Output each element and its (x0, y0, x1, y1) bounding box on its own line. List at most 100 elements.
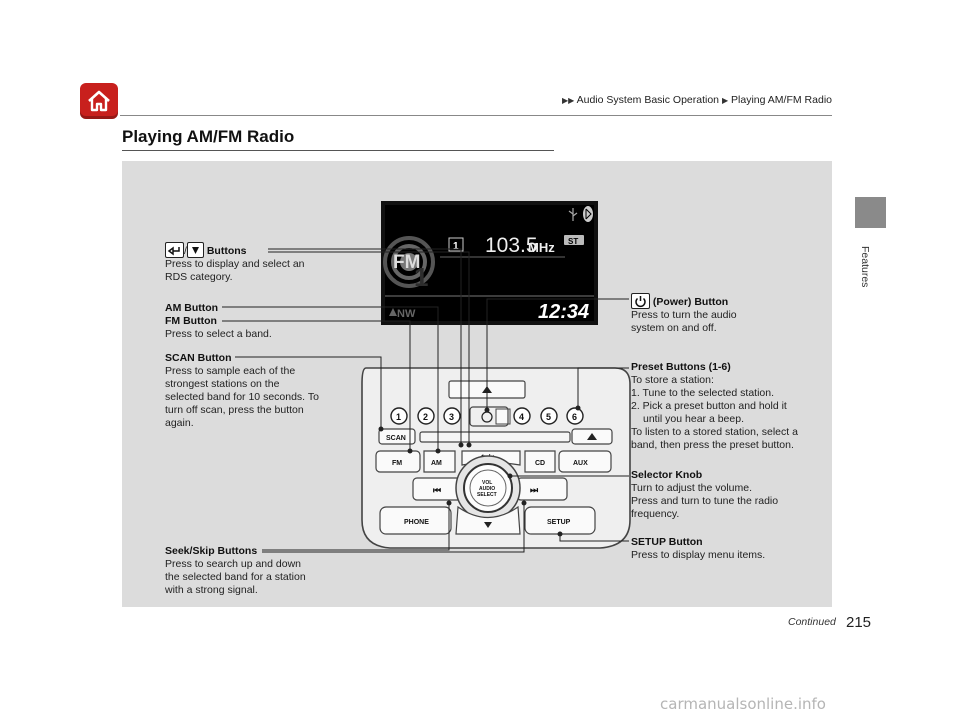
callout-step-2b: until you hear a beep. (643, 413, 744, 425)
callout-title: (Power) Button (652, 296, 729, 308)
home-icon (88, 90, 110, 112)
callout-body: Press to search up and down the selected… (165, 558, 306, 596)
down-button[interactable] (455, 505, 521, 535)
callout-preset: Preset Buttons (1-6) To store a station:… (631, 361, 821, 452)
category-down-icon (186, 242, 204, 258)
callout-outro: To listen to a stored station, select a … (631, 426, 798, 451)
cd-slot (419, 431, 571, 443)
selector-knob[interactable] (463, 463, 513, 513)
stereo-badge: ST (568, 237, 578, 246)
skip-forward-icon: ⏭ (530, 486, 539, 496)
callout-title-am: AM Button (165, 302, 219, 314)
callout-intro: To store a station: (631, 374, 714, 386)
page-title: Playing AM/FM Radio (122, 127, 295, 146)
leader-lines (222, 248, 629, 553)
back-icon (165, 242, 184, 258)
breadcrumb-arrow-icon: ▶▶ (561, 96, 575, 105)
callout-power: (Power) Button Press to turn the audio s… (631, 293, 761, 335)
callout-title: SETUP Button (631, 536, 703, 548)
title-rule (122, 150, 554, 151)
breadcrumb-arrow-icon: ▶ (721, 96, 729, 105)
bluetooth-icon (583, 206, 593, 222)
display-compass: NW (397, 308, 416, 320)
power-icon (631, 293, 650, 309)
page-number: 215 (846, 614, 872, 631)
am-button[interactable] (423, 450, 456, 473)
preset-buttons: 1 2 3 4 5 6 (390, 407, 584, 425)
callout-body: Press to display and select an RDS categ… (165, 258, 305, 283)
display-preset-large: 1 (414, 262, 428, 292)
svg-text:5: 5 (546, 412, 551, 422)
svg-text:6: 6 (572, 412, 577, 422)
continued-label: Continued (788, 616, 836, 628)
preset-button-3[interactable] (443, 407, 461, 425)
skip-back-icon: ⏮ (433, 486, 441, 496)
home-button[interactable] (80, 83, 118, 119)
callout-seek-skip: Seek/Skip Buttons Press to search up and… (165, 545, 315, 597)
svg-text:SETUP: SETUP (547, 519, 571, 526)
svg-text:2: 2 (423, 412, 428, 422)
svg-text:AUX: AUX (573, 460, 588, 467)
svg-text:AM: AM (431, 460, 442, 467)
callout-title: Selector Knob (631, 469, 703, 481)
audio-display: FM 1 1 103.5 MHz ST NW 12:34 (381, 201, 598, 325)
svg-text:VOL: VOL (482, 480, 492, 486)
scan-button[interactable] (378, 428, 416, 445)
callout-setup: SETUP Button Press to display menu items… (631, 536, 806, 562)
preset-button-6[interactable] (566, 407, 584, 425)
preset-button-2[interactable] (417, 407, 435, 425)
side-tab[interactable] (855, 197, 886, 228)
compass-arrow-icon (389, 308, 397, 316)
callout-body-1: Turn to adjust the volume. (631, 482, 753, 494)
audio-head-unit: 1 2 3 4 5 6 SCAN FM AM ⮌/▲ CD AUX ⏮ ⏭ (361, 367, 631, 549)
display-frequency: 103.5 (485, 234, 538, 257)
svg-text:CD: CD (535, 460, 545, 467)
phone-button[interactable] (379, 506, 452, 535)
svg-text:AUDIO: AUDIO (479, 486, 495, 492)
svg-text:4: 4 (519, 412, 524, 422)
callout-title: Buttons (206, 245, 247, 257)
display-band: FM (393, 252, 420, 273)
svg-text:PHONE: PHONE (404, 519, 429, 526)
callout-am-fm: AM Button FM Button Press to select a ba… (165, 302, 305, 341)
signal-wave-icon (383, 236, 435, 288)
callout-title-fm: FM Button (165, 315, 217, 327)
breadcrumb: ▶▶ Audio System Basic Operation ▶ Playin… (562, 94, 832, 106)
svg-text:SELECT: SELECT (477, 492, 497, 498)
preset-button-4[interactable] (513, 407, 531, 425)
eject-icon (587, 433, 597, 440)
seek-up-button[interactable] (516, 477, 568, 501)
aux-button[interactable] (558, 450, 612, 473)
callout-title: Seek/Skip Buttons (165, 545, 258, 557)
header-rule (120, 115, 832, 116)
svg-text:1: 1 (396, 412, 401, 422)
fm-button[interactable] (375, 450, 421, 473)
callout-body-2: Press and turn to tune the radio frequen… (631, 495, 779, 520)
callout-body: Press to select a band. (165, 328, 272, 340)
callout-rds-buttons: / Buttons Press to display and select an… (165, 242, 320, 284)
callout-title: SCAN Button (165, 352, 232, 364)
cd-button[interactable] (524, 450, 556, 473)
callout-body: Press to sample each of the strongest st… (165, 365, 319, 429)
breadcrumb-section[interactable]: Audio System Basic Operation (576, 94, 720, 106)
display-unit: MHz (528, 240, 555, 255)
watermark: carmanualsonline.info (660, 695, 826, 713)
preset-button-1[interactable] (390, 407, 408, 425)
callout-step-1: 1. Tune to the selected station. (631, 387, 775, 399)
callout-step-2: 2. Pick a preset button and hold it (631, 400, 787, 412)
callout-scan: SCAN Button Press to sample each of the … (165, 352, 320, 430)
display-preset-badge: 1 (453, 241, 459, 252)
svg-text:3: 3 (449, 412, 454, 422)
callout-selector-knob: Selector Knob Turn to adjust the volume.… (631, 469, 806, 521)
display-clock: 12:34 (538, 301, 589, 323)
down-arrow-icon (484, 522, 492, 528)
preset-button-5[interactable] (540, 407, 558, 425)
svg-text:FM: FM (392, 460, 402, 467)
callout-title: Preset Buttons (1-6) (631, 361, 731, 373)
usb-icon (568, 208, 578, 221)
callout-body: Press to display menu items. (631, 549, 766, 561)
leader-dots (378, 405, 581, 537)
breadcrumb-page: Playing AM/FM Radio (731, 94, 832, 106)
callout-body: Press to turn the audio system on and of… (631, 309, 737, 334)
